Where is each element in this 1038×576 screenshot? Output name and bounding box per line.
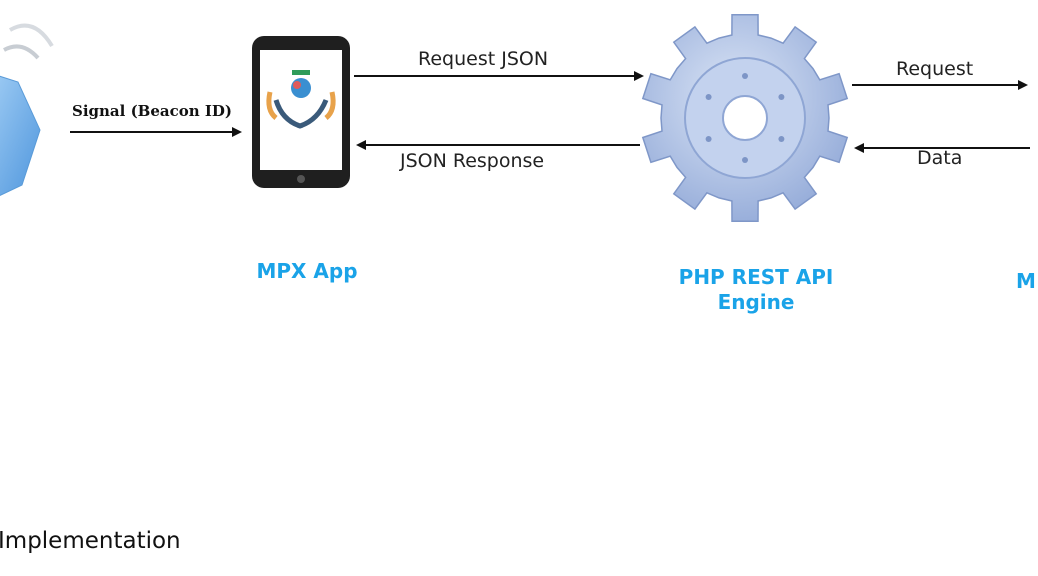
phone-icon: [252, 36, 350, 188]
request-json-label: Request JSON: [418, 48, 549, 70]
app-node-label: MPX App: [256, 259, 358, 283]
app-logo-icon: [266, 70, 336, 129]
engine-node-label-line2: Engine: [717, 290, 795, 314]
beacon-device-icon: [0, 23, 54, 197]
gear-icon: [641, 14, 849, 222]
signal-label: Signal (Beacon ID): [72, 102, 232, 120]
json-response-label: JSON Response: [400, 150, 545, 172]
request-label: Request: [896, 58, 974, 80]
data-label: Data: [917, 147, 963, 169]
engine-node-label-line1: PHP REST API: [678, 265, 834, 289]
implementation-caption: Implementation: [0, 528, 181, 554]
right-node-label-partial: M: [1016, 269, 1036, 293]
